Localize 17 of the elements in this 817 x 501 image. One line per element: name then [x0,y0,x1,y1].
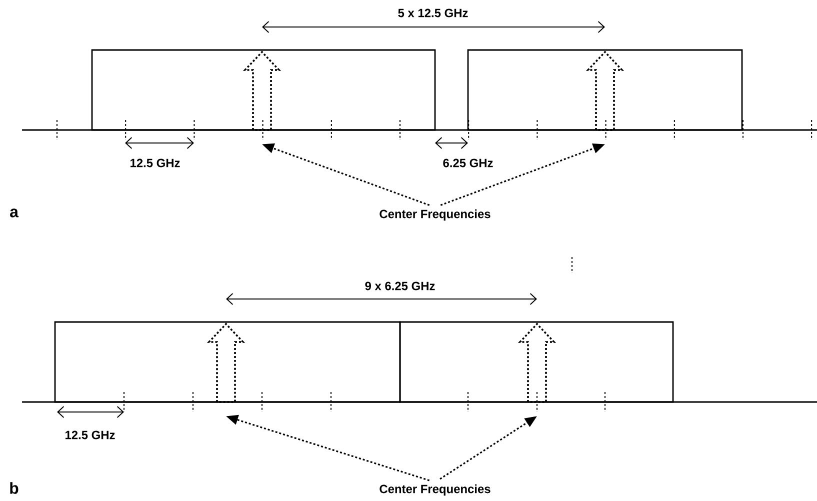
channel-box [91,49,436,131]
panel-label: a [10,208,19,218]
carrier-arrow [206,322,246,403]
panel-label: b [10,482,18,494]
channel-box [54,321,401,403]
carrier-arrow [242,50,282,131]
dimension-label: 12.5 GHz [66,430,115,440]
dimension-label: 5 x 12.5 GHz [398,8,468,18]
dimension-label: 9 x 6.25 GHz [365,282,435,290]
dimension-label: 12.5 GHz [130,158,180,168]
callout-text: Center Frequencies [380,484,490,496]
channel-box [399,321,674,403]
dimension-label: 6.25 GHz [443,158,493,168]
channel-box [467,49,743,131]
carrier-arrow [518,322,556,403]
callout-text: Center Frequencies [380,209,490,221]
carrier-arrow [586,50,624,131]
